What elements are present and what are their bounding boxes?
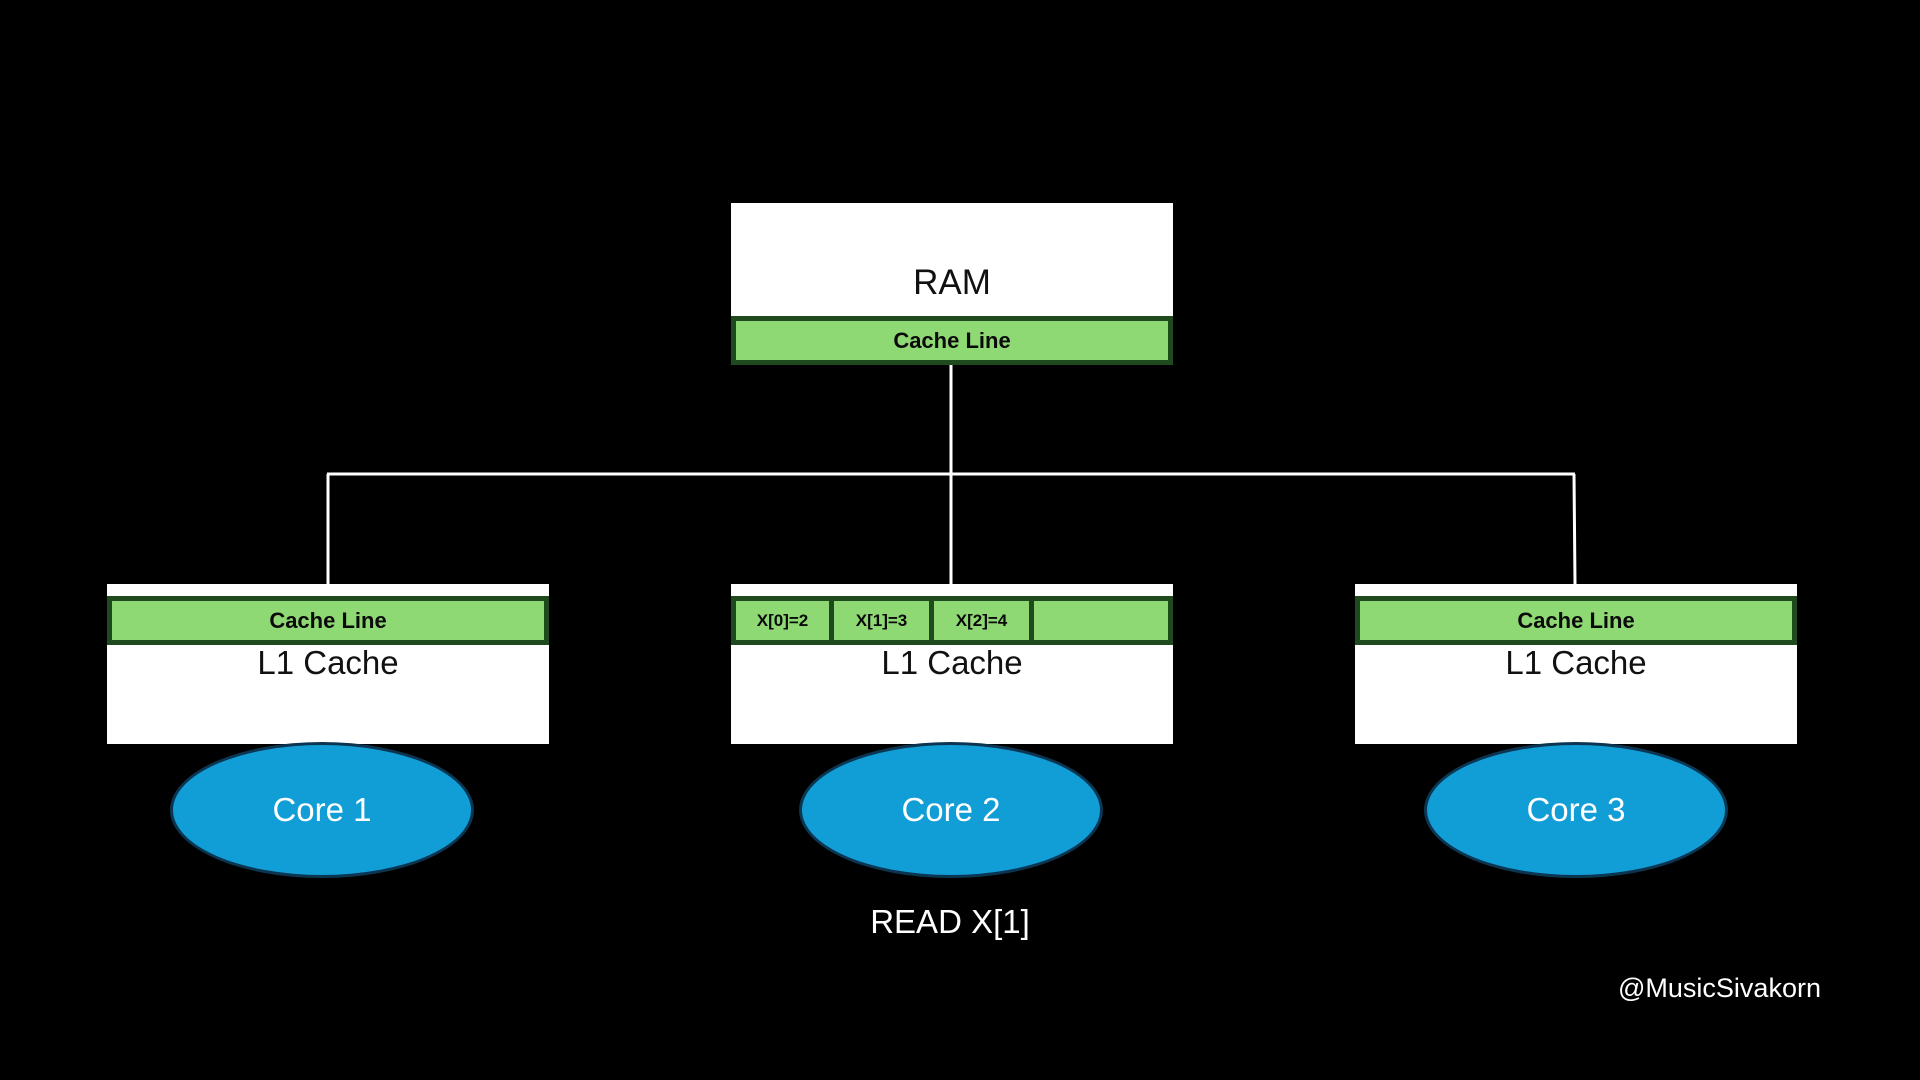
cache-cell-empty [1034, 601, 1168, 640]
core-3-node: Core 3 [1424, 742, 1728, 878]
core-1-node: Core 1 [170, 742, 474, 878]
ram-box: RAM Cache Line [731, 203, 1173, 365]
cache-line-core-3: Cache Line [1355, 596, 1797, 645]
l1-cache-label: L1 Cache [1505, 644, 1647, 681]
cache-cell-x0: X[0]=2 [736, 601, 829, 640]
cache-cell-x2: X[2]=4 [934, 601, 1029, 640]
bus-to-cache-3-line [1572, 473, 1577, 585]
operation-caption: READ X[1] [870, 903, 1030, 940]
l1-cache-label: L1 Cache [881, 644, 1023, 681]
ram-label: RAM [913, 263, 991, 302]
l1-cache-core-1: Cache Line L1 Cache [107, 584, 549, 744]
l1-cache-core-2: X[0]=2 X[1]=3 X[2]=4 L1 Cache [731, 584, 1173, 744]
cache-line-core-1: Cache Line [107, 596, 549, 645]
l1-cache-label: L1 Cache [257, 644, 399, 681]
author-credit: @MusicSivakorn [1618, 973, 1821, 1003]
cache-line-core-2: X[0]=2 X[1]=3 X[2]=4 [731, 596, 1173, 645]
core-2-node: Core 2 [799, 742, 1103, 878]
cache-cell-x1: X[1]=3 [834, 601, 929, 640]
ram-cache-line: Cache Line [731, 316, 1173, 365]
l1-cache-core-3: Cache Line L1 Cache [1355, 584, 1797, 744]
